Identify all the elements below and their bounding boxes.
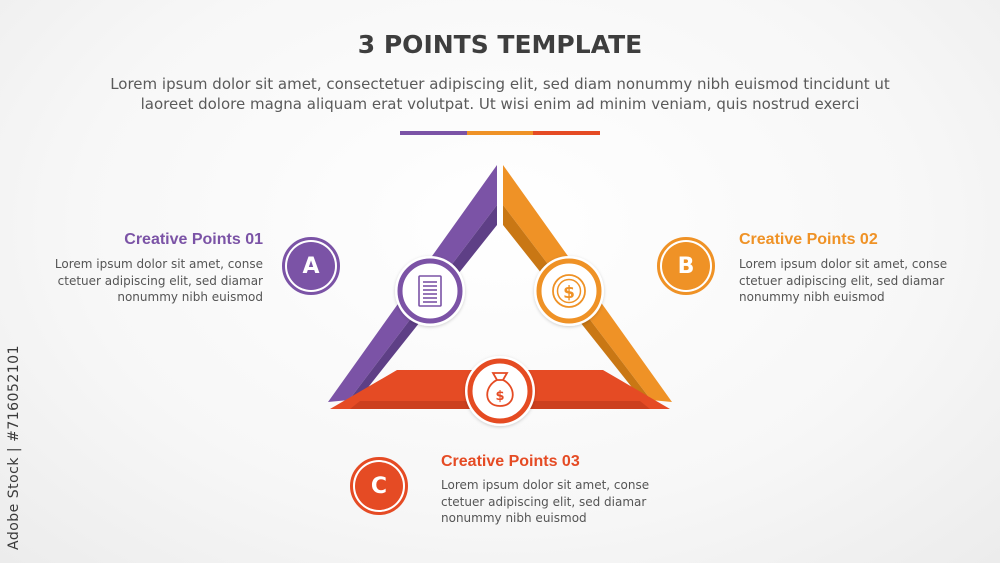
point-a-title: Creative Points 01 xyxy=(124,231,263,248)
point-b-badge: B xyxy=(657,237,715,295)
dollar-coin-icon: $ xyxy=(552,274,586,308)
money-bag-icon: $ xyxy=(486,372,514,407)
icon-circle-c xyxy=(465,356,535,426)
page-title: 3 POINTS TEMPLATE xyxy=(357,30,643,59)
svg-text:$: $ xyxy=(563,283,575,303)
point-a-desc-line: ctetuer adipiscing elit, sed diamar xyxy=(57,273,263,288)
point-a-description: Lorem ipsum dolor sit amet, conse ctetue… xyxy=(20,256,263,306)
point-c-description: Lorem ipsum dolor sit amet, conse ctetue… xyxy=(441,477,691,527)
point-a-desc-line: Lorem ipsum dolor sit amet, conse xyxy=(54,257,263,271)
point-b-desc-line: Lorem ipsum dolor sit amet, conse xyxy=(739,257,948,271)
point-c-desc-line: nonummy nibh euismod xyxy=(441,511,587,525)
point-c-desc-line: ctetuer adipiscing elit, sed diamar xyxy=(441,494,647,509)
point-c-desc-line: Lorem ipsum dolor sit amet, conse xyxy=(441,478,650,492)
point-b-letter: B xyxy=(662,242,710,290)
page-subtitle: Lorem ipsum dolor sit amet, consectetuer… xyxy=(60,74,940,114)
point-c-letter: C xyxy=(355,462,403,510)
point-a-desc-line: nonummy nibh euismod xyxy=(117,290,263,304)
title-divider xyxy=(400,131,601,135)
divider-segment-orange xyxy=(466,131,534,135)
point-c-badge: C xyxy=(350,457,408,515)
point-a-badge: A xyxy=(282,237,340,295)
stock-watermark: Adobe Stock | #716052101 xyxy=(6,345,22,550)
subtitle-line-2: laoreet dolore magna aliquam erat volutp… xyxy=(140,95,860,113)
point-b-description: Lorem ipsum dolor sit amet, conse ctetue… xyxy=(739,256,989,306)
icon-circle-b xyxy=(534,256,604,326)
divider-segment-purple xyxy=(400,131,467,135)
svg-text:$: $ xyxy=(495,389,504,404)
point-a-letter: A xyxy=(287,242,335,290)
subtitle-line-1: Lorem ipsum dolor sit amet, consectetuer… xyxy=(110,75,890,93)
point-b-desc-line: ctetuer adipiscing elit, sed diamar xyxy=(739,273,945,288)
icon-circle-a xyxy=(395,256,465,326)
point-b-desc-line: nonummy nibh euismod xyxy=(739,290,885,304)
point-c-title: Creative Points 03 xyxy=(441,453,580,470)
divider-segment-red xyxy=(533,131,601,135)
document-icon xyxy=(418,275,442,307)
point-b-title: Creative Points 02 xyxy=(739,231,878,248)
